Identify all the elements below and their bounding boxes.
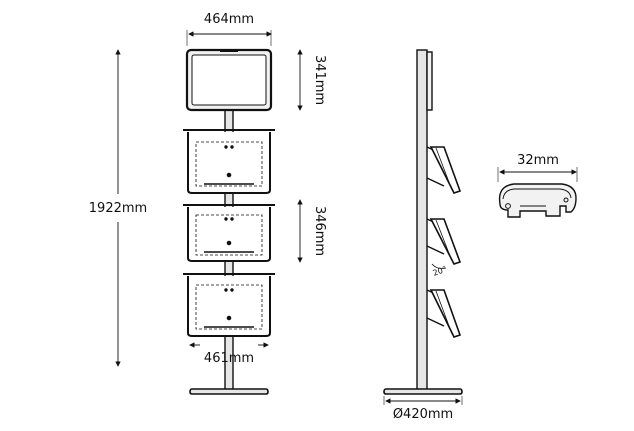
total-height-label: 1922mm: [89, 201, 147, 216]
pocket-2: [183, 204, 275, 262]
header-height-label: 341mm: [312, 55, 327, 105]
angle-arc: [431, 263, 447, 269]
pocket-width-label: 461mm: [204, 351, 254, 366]
front-base: [189, 388, 269, 395]
profile-outline: [498, 183, 577, 218]
header-frame: [185, 48, 273, 112]
top-width-label: 464mm: [204, 12, 254, 27]
side-dimensions: [383, 396, 463, 405]
base-diameter-label: Ø420mm: [393, 407, 453, 422]
side-pocket-1: [426, 146, 462, 194]
side-header: [426, 51, 433, 111]
profile-width-label: 32mm: [517, 153, 559, 168]
front-view: [183, 48, 275, 395]
side-view: [383, 49, 463, 395]
front-dimensions: [115, 30, 303, 367]
side-pocket-2: [426, 218, 462, 265]
pocket-1: [183, 129, 275, 194]
profile-dimension: [497, 167, 578, 182]
pocket-height-label: 346mm: [312, 206, 327, 256]
tilt-angle-label: 20°: [432, 265, 448, 278]
side-pole: [416, 49, 428, 393]
pocket-3: [183, 273, 275, 337]
profile-detail: [498, 183, 577, 218]
side-base: [383, 388, 463, 395]
side-pocket-3: [426, 289, 462, 338]
